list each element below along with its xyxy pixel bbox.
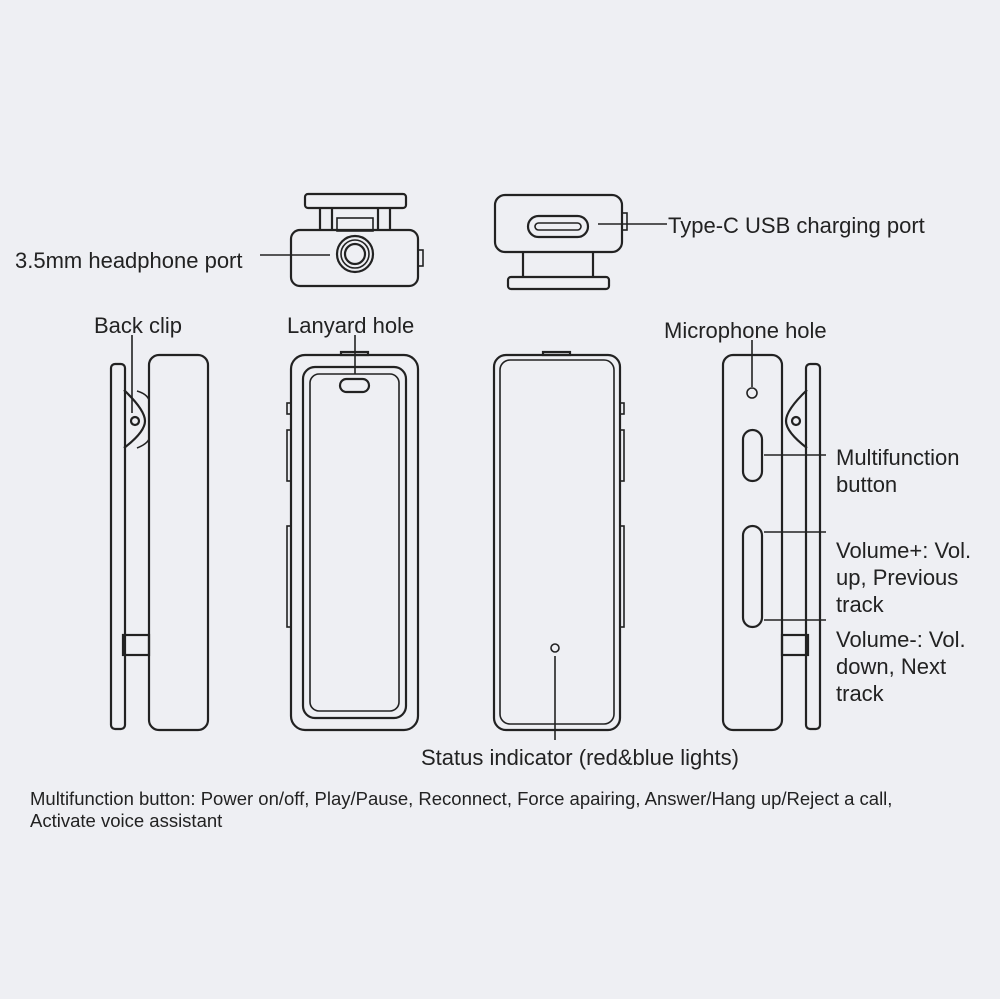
footnote-line-2: Activate voice assistant bbox=[30, 810, 222, 831]
label-lanyard-hole: Lanyard hole bbox=[287, 313, 414, 338]
left-side-view bbox=[109, 335, 210, 732]
label-volume-up-1: Volume+: Vol. bbox=[836, 538, 971, 563]
usb-end-view bbox=[493, 193, 667, 291]
clip-hinge-icon bbox=[129, 415, 141, 427]
usb-c-port-icon bbox=[526, 214, 590, 239]
label-volume-down-1: Volume-: Vol. bbox=[836, 627, 966, 652]
label-headphone-port: 3.5mm headphone port bbox=[15, 248, 243, 273]
label-multifunction-1: Multifunction bbox=[836, 445, 960, 470]
label-status-indicator: Status indicator (red&blue lights) bbox=[421, 745, 739, 770]
label-volume-down-3: track bbox=[836, 681, 885, 706]
lanyard-hole-icon bbox=[338, 377, 371, 394]
label-volume-down-2: down, Next bbox=[836, 654, 946, 679]
headphone-end-view bbox=[260, 192, 424, 288]
microphone-hole-icon bbox=[746, 387, 758, 399]
label-microphone-hole: Microphone hole bbox=[664, 318, 827, 343]
label-back-clip: Back clip bbox=[94, 313, 182, 338]
multifunction-button bbox=[741, 428, 764, 483]
headphone-jack-icon bbox=[335, 234, 375, 274]
label-volume-up-2: up, Previous bbox=[836, 565, 958, 590]
front-view-status bbox=[492, 350, 625, 740]
label-multifunction-2: button bbox=[836, 472, 897, 497]
front-view-lanyard bbox=[286, 335, 420, 732]
right-side-view bbox=[721, 340, 826, 732]
label-volume-up-3: track bbox=[836, 592, 885, 617]
volume-rocker bbox=[741, 524, 764, 629]
status-led-icon bbox=[550, 643, 560, 653]
label-usb-port: Type-C USB charging port bbox=[668, 213, 925, 238]
footnote-line-1: Multifunction button: Power on/off, Play… bbox=[30, 788, 892, 809]
